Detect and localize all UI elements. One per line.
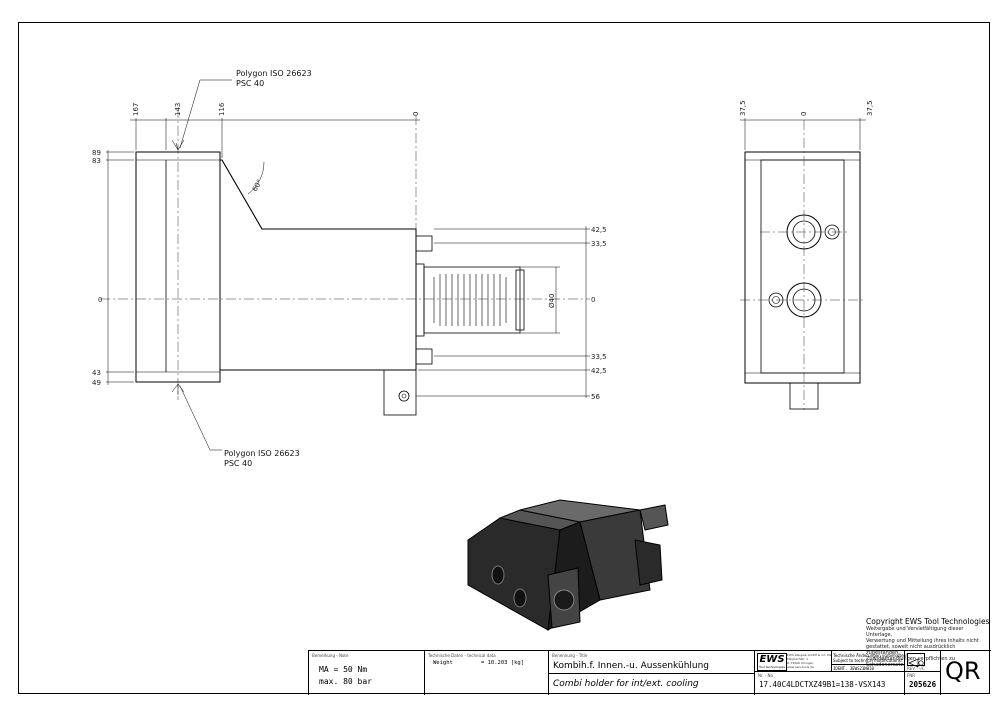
dim-left-4: 49 [92,379,101,387]
copyright-line: gestattet, soweit nicht ausdrücklich zug… [866,644,956,656]
dim-right-5: 56 [591,393,600,401]
dim-right-0: 42,5 [591,226,607,234]
part-number: 17.40C4LDCTXZ49B1=138-VSX143 [759,680,886,689]
part-label: Nr. - No [758,673,773,678]
copyright-notice: Copyright EWS Tool Technologies Weiterga… [866,617,990,668]
modification-notice-en: Subject to technical modifications! [833,658,903,663]
remark-cell: Bemerkung - Note MA = 50 Nm max. 80 bar [309,651,425,695]
polygon-callout-top: Polygon ISO 26623 [236,69,312,78]
dim-left-3: 43 [92,369,101,377]
side-view: 37,5 0 37,5 [739,100,874,410]
torque-note: MA = 50 Nm [319,665,368,674]
isometric-view [467,499,669,631]
side-dim-0: 37,5 [739,100,747,116]
diameter-dim: Ø40 [548,294,556,308]
weight-value: = 10.203 [kg] [481,660,525,666]
body-outline [220,159,417,371]
dim-top-3: 0 [412,112,420,116]
qr-cell: QR [941,651,991,695]
drawing-number: 205626 [909,680,937,689]
title-block: Bemerkung - Note MA = 50 Nm max. 80 bar … [308,650,991,695]
dim-right-1: 33,5 [591,240,607,248]
rev-value: -/C [919,666,925,671]
thread-pattern [433,274,507,326]
polygon-callout-bottom: Polygon ISO 26623 [224,449,300,458]
logo-subtitle: Tool Technologies [758,665,786,669]
side-dim-1: 0 [800,112,808,116]
dim-right-3: 33,5 [591,353,607,361]
polygon-callout-bottom-size: PSC 40 [224,459,252,468]
polygon-callout-top-size: PSC 40 [236,79,264,88]
copyright-line: Weitergabe und Vervielfältigung dieser U… [866,626,964,638]
dim-top-2: 116 [218,102,226,116]
tech-label: Technische Daten - technical data [428,653,496,658]
drawing-number-cell: REV. : -/C FNR 205626 [905,651,941,695]
copyright-line: Verwertung und Mitteilung ihres Inhalts … [866,638,979,644]
dim-right-2: 0 [591,296,595,304]
company-line: Maybachstr. 1 [787,657,809,661]
copyright-heading: Copyright EWS Tool Technologies [866,617,990,626]
dim-top-1: 143 [174,103,182,116]
company-logo: EWS Tool Technologies [757,653,787,671]
dim-left-1: 83 [92,157,101,165]
qr-code-label: QR [945,657,981,685]
company-line: D-73066 Uhingen [787,661,814,665]
company-line: EWS Weigele GmbH & Co. KG [787,653,832,657]
dim-right-4: 42,5 [591,367,607,375]
logo-text: EWS [759,654,785,665]
dim-top-0: 167 [132,103,140,116]
modification-notice-de: Technische Änderungen vorbehalten! [833,653,908,658]
pressure-note: max. 80 bar [319,677,372,686]
front-view: 167 143 116 0 89 83 0 43 49 42,5 33,5 0 … [92,69,607,468]
company-line: www.ews-tools.de [787,665,814,669]
rev-label: REV. : [907,666,919,671]
side-dim-2: 37,5 [866,100,874,116]
dim-left-2: 0 [98,296,102,304]
dim-left-0: 89 [92,149,101,157]
projection-icon [907,653,925,668]
drawing-frame [18,22,990,694]
company-cell: EWS Tool Technologies EWS Weigele GmbH &… [755,651,908,695]
title-german: Kombih.f. Innen.-u. Aussenkühlung [553,661,710,671]
angle-dim: 60° [251,178,264,193]
collet-nut-outline [423,266,521,334]
title-english: Combi holder for int/ext. cooling [553,679,699,689]
name-label: Benennung - Title [552,653,588,658]
copyright-line: Zuwiderhandlungen verpflichten zu Schade… [866,656,955,668]
title-cell: Benennung - Title Kombih.f. Innen.-u. Au… [549,651,755,695]
drawing-number-label: FNR [907,673,916,678]
weight-label: Weight [433,660,453,666]
technical-data-cell: Technische Daten - technical data Weight… [425,651,549,695]
ident-number: IDENT. 3EWS23N010 [833,666,874,671]
remark-label: Bemerkung - Note [312,653,349,658]
